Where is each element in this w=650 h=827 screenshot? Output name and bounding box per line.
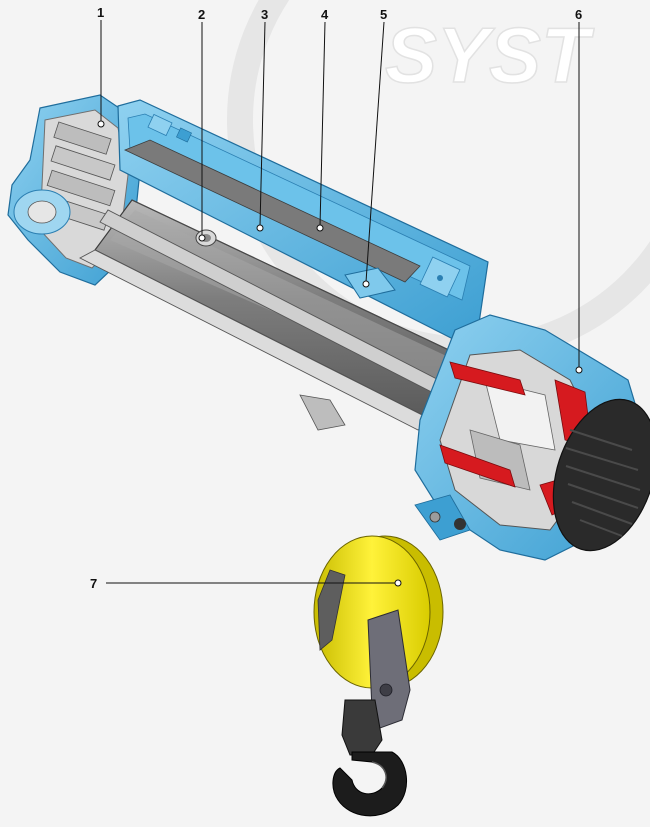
- motor-fan-cover: [552, 398, 650, 552]
- hook: [332, 699, 408, 817]
- callout-number-2: 2: [198, 7, 205, 22]
- callout-number-7: 7: [90, 576, 97, 591]
- watermark-text: SYST: [385, 11, 595, 99]
- callout-line-5: [365, 21, 385, 283]
- callout-number-5: 5: [380, 7, 387, 22]
- hook-block: [313, 535, 444, 817]
- callout-markers: [97, 120, 583, 587]
- callout-number-3: 3: [261, 7, 268, 22]
- hoist-assembly: [7, 94, 650, 561]
- callout-numbers: 1 2 3 4 5 6 7: [90, 5, 582, 591]
- callout-line-4: [319, 21, 326, 227]
- callout-number-6: 6: [575, 7, 582, 22]
- hook-block-side-plate: [367, 609, 411, 729]
- callout-number-1: 1: [97, 5, 104, 20]
- callout-line-3: [259, 21, 266, 227]
- brake-lining-lower: [439, 444, 516, 488]
- gearbox-housing: [7, 94, 141, 286]
- brake-lining-upper: [449, 361, 526, 396]
- callouts: [100, 20, 580, 584]
- callout-number-4: 4: [321, 7, 329, 22]
